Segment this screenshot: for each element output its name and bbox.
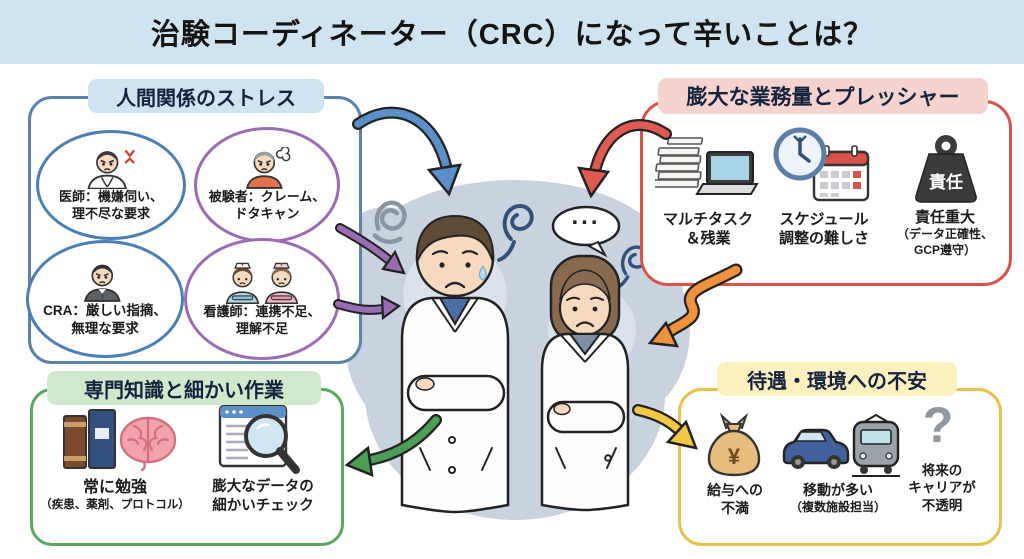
- clock-calendar-icon: [772, 126, 876, 213]
- bubble-doctor-line1: 医師：機嫌伺い、: [58, 189, 163, 205]
- stressed-woman: [540, 254, 630, 512]
- anger-mark-icon: [124, 150, 135, 164]
- car-train-icon: [776, 413, 906, 483]
- money-bag-icon: ¥: [702, 412, 766, 483]
- knowledge-study-label: 常に勉強 （疾患、薬剤、プロトコル）: [40, 479, 190, 512]
- workload-responsibility-label: 責任重大 （データ正確性、 GCP遵守）: [896, 209, 993, 257]
- bubble-cra-line1: CRA：厳しい指摘、: [43, 303, 167, 319]
- bubble-subject: 被験者：クレーム、 ドタキャン: [194, 127, 340, 243]
- conditions-travel-label: 移動が多い （複数施設担当）: [789, 482, 886, 514]
- section-relationships-title: 人間関係のストレス: [88, 79, 324, 113]
- conditions-career-label: 将来の キャリアが 不透明: [908, 463, 976, 513]
- patient-icon: [245, 147, 291, 189]
- bubble-doctor: 医師：機嫌伺い、 理不尽な要求: [36, 130, 186, 240]
- header-banner: 治験コーディネーター（CRC）になって辛いことは？: [0, 0, 1024, 64]
- books-brain-icon: [56, 406, 180, 477]
- workload-multitask-label: マルチタスク ＆残業: [662, 211, 753, 248]
- weight-icon: 責任: [902, 132, 990, 211]
- knowledge-datacheck-label: 膨大なデータの 細かいチェック: [212, 479, 314, 514]
- speech-bubble-icon: [551, 205, 621, 258]
- section-workload-title: 膨大な業務量とプレッシャー: [658, 78, 988, 114]
- bubble-subject-line2: ドタキャン: [234, 206, 300, 221]
- cra-icon: [83, 265, 121, 303]
- page-title: 治験コーディネーター（CRC）になって辛いことは？: [150, 19, 874, 51]
- bubble-cra-line2: 無理な要求: [71, 321, 139, 336]
- papers-laptop-icon: [652, 134, 761, 211]
- section-knowledge-title: 専門知識と細かい作業: [47, 371, 321, 405]
- nurses-icon: [225, 262, 299, 305]
- conditions-salary-label: 給与への 不満: [707, 482, 763, 516]
- yen-symbol: ¥: [728, 444, 741, 469]
- workload-schedule-label: スケジュール 調整の難しさ: [778, 211, 869, 248]
- doctor-icon: [87, 150, 135, 190]
- weight-label: 責任: [929, 172, 963, 192]
- bubble-nurse-line1: 看護師：連携不足、: [203, 304, 321, 320]
- bubble-nurse: 看護師：連携不足、 理解不足: [184, 238, 340, 360]
- speech-bubble-dots: ...: [571, 203, 601, 230]
- bubble-doctor-line2: 理不尽な要求: [71, 206, 150, 221]
- data-check-icon: [214, 402, 304, 481]
- bubble-subject-line1: 被験者：クレーム、: [208, 189, 326, 205]
- section-conditions-title: 待遇・環境への不安: [717, 362, 957, 396]
- question-mark-icon: ?: [922, 397, 954, 453]
- bubble-nurse-line2: 理解不足: [235, 321, 288, 336]
- stressed-man: [400, 214, 510, 514]
- bubble-cra: CRA：厳しい指摘、 無理な要求: [26, 240, 184, 358]
